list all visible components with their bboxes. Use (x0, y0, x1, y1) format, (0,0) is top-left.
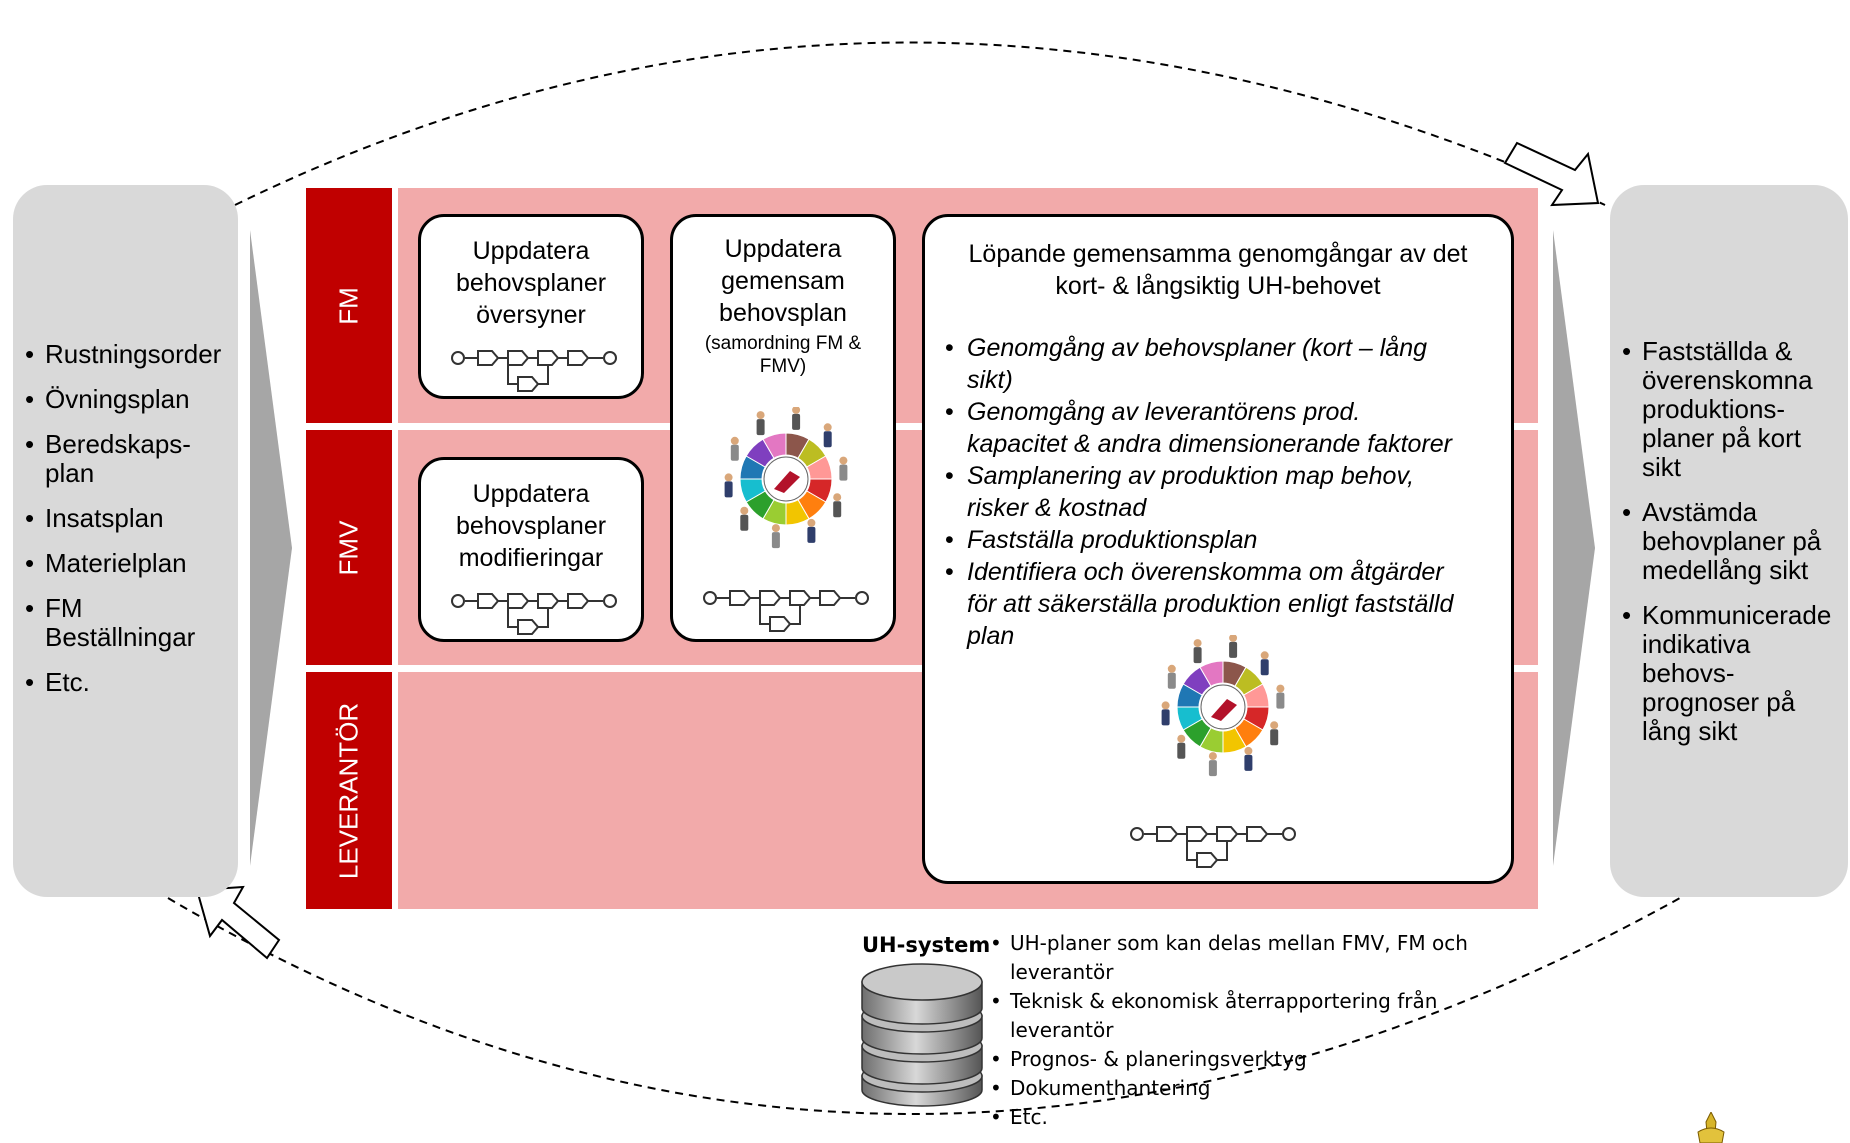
review-list-item: Identifiera och överenskomma om åtgärder… (945, 556, 1505, 652)
process-flow-icon (451, 593, 617, 635)
uh-system-list-item: Teknisk & ekonomisk återrapportering frå… (990, 987, 1510, 1045)
uh-system-list-item: Dokumenthantering (990, 1074, 1510, 1103)
input-list-item: Insatsplan (25, 504, 235, 534)
database-icon (861, 963, 983, 1107)
cycle-right-arrow-icon (1503, 141, 1600, 207)
process-flow-icon (703, 590, 869, 632)
card-joint-plan-title: Uppdatera gemensam behovsplan (719, 235, 847, 327)
card-fmv-update: Uppdatera behovsplaner modifieringar (418, 457, 644, 642)
review-list-item: Genomgång av leverantörens prod. kapacit… (945, 396, 1505, 460)
input-list-item: Materielplan (25, 549, 235, 579)
uh-system-list-item: Etc. (990, 1103, 1510, 1132)
card-joint-plan-subtitle: (samordning FM & FMV) (704, 333, 862, 377)
card-fmv-update-title: Uppdatera behovsplaner modifieringar (455, 480, 607, 572)
review-list: Genomgång av behovsplaner (kort – lång s… (945, 332, 1505, 652)
output-panel: Fastställda & överenskomna produktions- … (1610, 185, 1848, 897)
input-list: RustningsorderÖvningsplanBeredskaps- pla… (25, 340, 235, 713)
card-fm-update-title: Uppdatera behovsplaner översyner (455, 237, 607, 329)
output-list-item: Avstämda behovplaner på medellång sikt (1622, 498, 1847, 585)
card-review-title: Löpande gemensamma genomgångar av det ko… (968, 240, 1468, 300)
left-flow-arrow (250, 230, 292, 866)
input-panel: RustningsorderÖvningsplanBeredskaps- pla… (13, 185, 238, 897)
lane-fm-label: FM (306, 188, 392, 423)
uh-system-label: UH-system (862, 933, 991, 957)
output-list: Fastställda & överenskomna produktions- … (1622, 337, 1847, 762)
card-joint-plan: Uppdatera gemensam behovsplan (samordnin… (670, 214, 896, 642)
meeting-team-icon (724, 407, 848, 549)
meeting-team-icon (1161, 635, 1285, 777)
input-list-item: FM Beställningar (25, 594, 235, 652)
input-list-item: Beredskaps- plan (25, 430, 235, 488)
card-review: Löpande gemensamma genomgångar av det ko… (922, 214, 1514, 884)
review-list-item: Genomgång av behovsplaner (kort – lång s… (945, 332, 1505, 396)
output-list-item: Kommunicerade indikativa behovs- prognos… (1622, 601, 1847, 746)
cycle-top-arc (234, 41, 1606, 206)
lane-fmv-label: FMV (306, 430, 392, 665)
process-flow-icon (1130, 826, 1296, 868)
uh-system-list-item: Prognos- & planeringsverktyg (990, 1045, 1510, 1074)
lane-leverantor-label: LEVERANTÖR (306, 672, 392, 909)
output-list-item: Fastställda & överenskomna produktions- … (1622, 337, 1847, 482)
uh-system-list-item: UH-planer som kan delas mellan FMV, FM o… (990, 929, 1510, 987)
process-flow-icon (451, 350, 617, 392)
uh-system-list: UH-planer som kan delas mellan FMV, FM o… (990, 929, 1510, 1132)
review-list-item: Fastställa produktionsplan (945, 524, 1505, 556)
emblem-icon (1697, 1112, 1725, 1143)
review-list-item: Samplanering av produktion map behov, ri… (945, 460, 1505, 524)
cycle-left-arrow-icon (195, 885, 281, 960)
input-list-item: Övningsplan (25, 385, 235, 415)
input-list-item: Rustningsorder (25, 340, 235, 370)
card-fm-update: Uppdatera behovsplaner översyner (418, 214, 644, 399)
input-list-item: Etc. (25, 668, 235, 698)
right-flow-arrow (1553, 230, 1595, 866)
